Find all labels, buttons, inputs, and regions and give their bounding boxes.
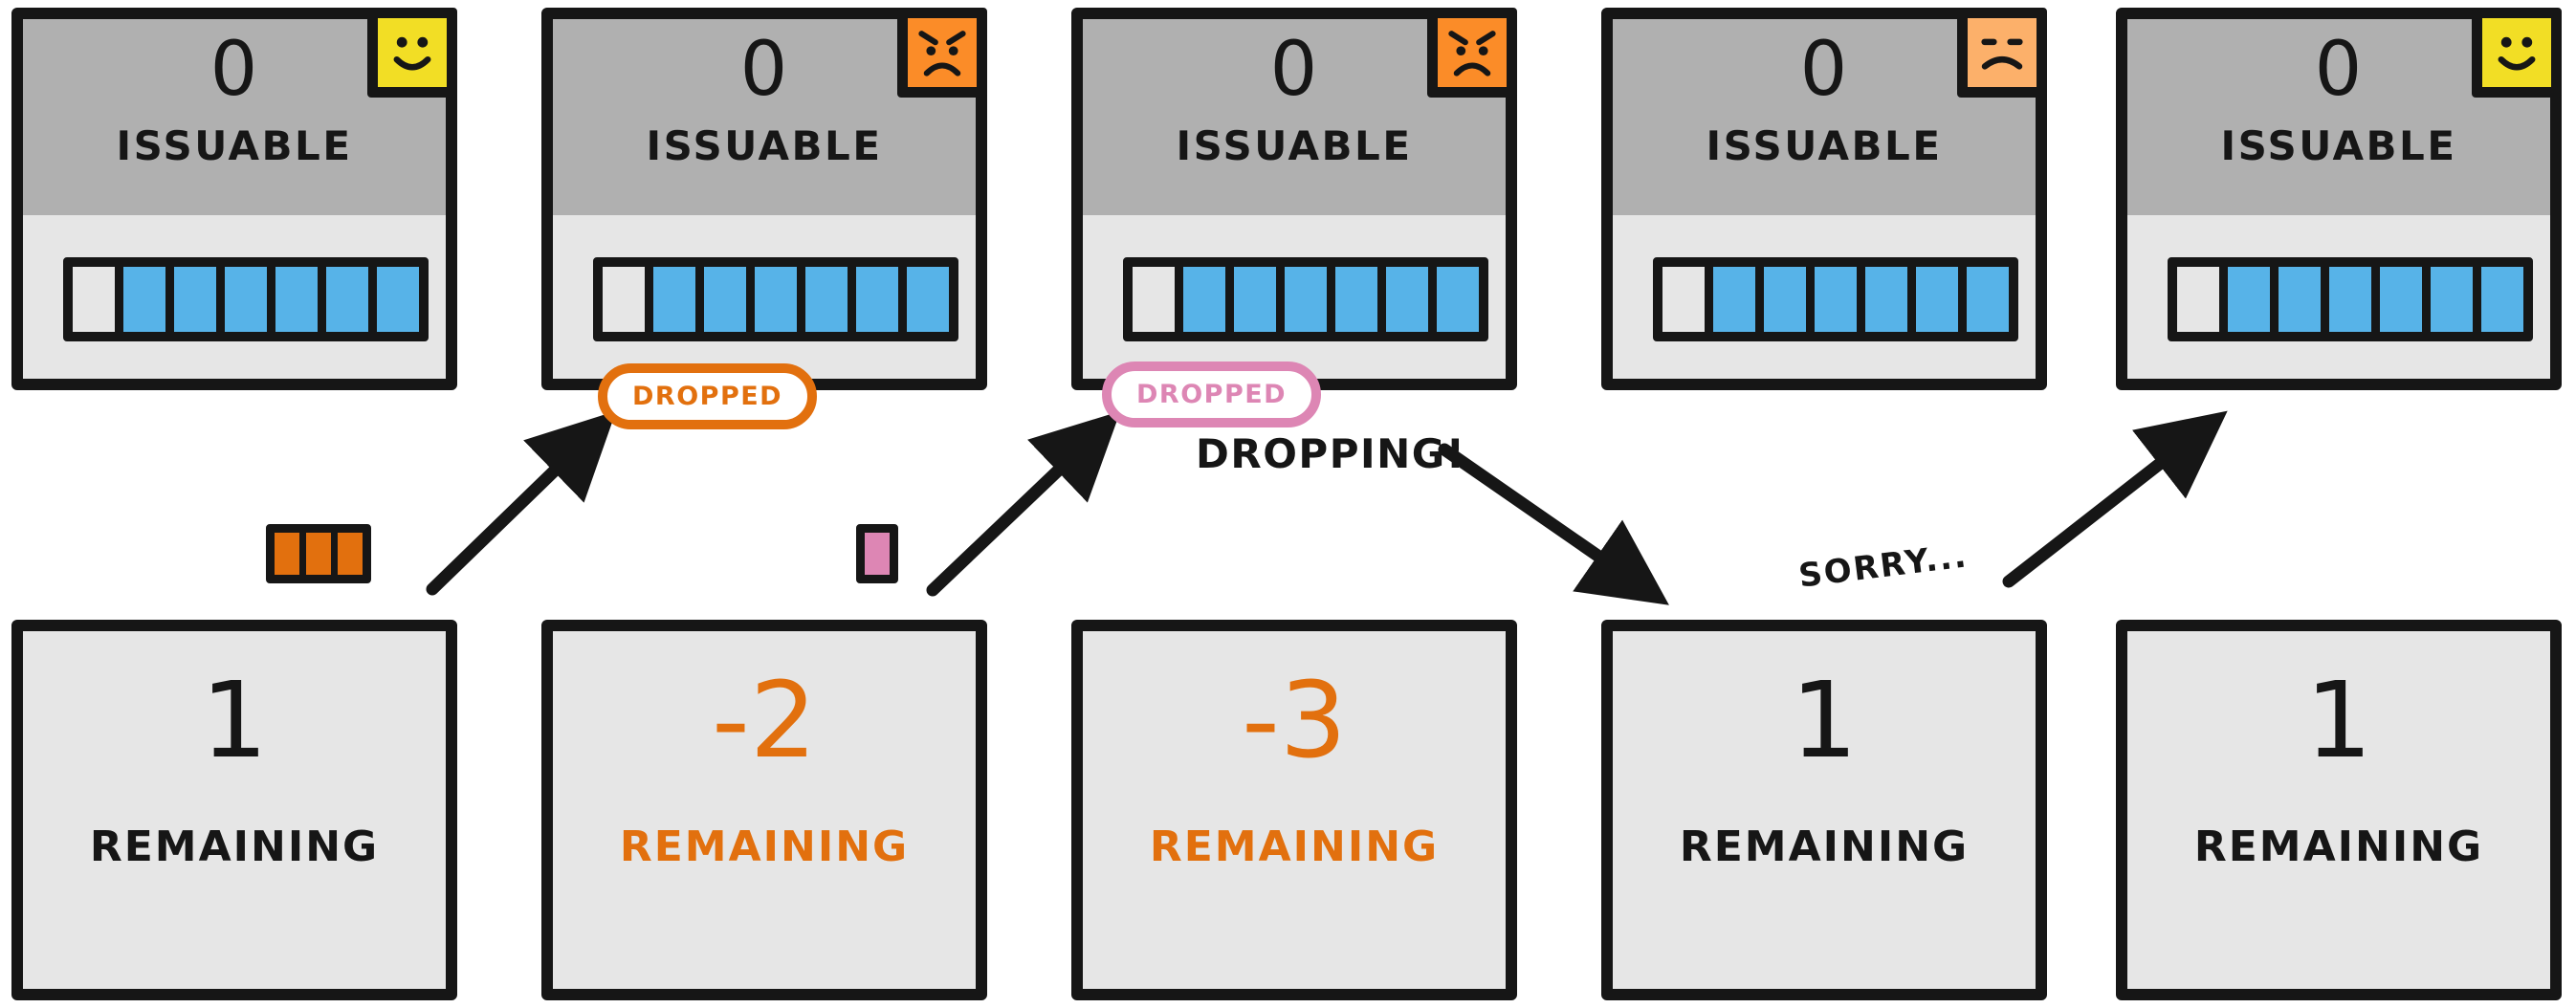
slot-filled — [2279, 267, 2321, 332]
slot-filled — [2228, 267, 2270, 332]
slot-empty — [1662, 267, 1705, 332]
smiley-happy-icon — [2472, 8, 2562, 98]
slot-filled — [1713, 267, 1755, 332]
slot-filled — [275, 267, 318, 332]
issuable-label-3: ISSUABLE — [1176, 122, 1413, 169]
slot-filled — [1916, 267, 1958, 332]
arrow-card3-to-card4 — [1438, 443, 1669, 605]
issuable-card-4-body — [1613, 215, 2036, 379]
remaining-value-4: 1 — [1791, 659, 1858, 781]
remaining-label-5: REMAINING — [2193, 822, 2484, 871]
slot-filled — [704, 267, 746, 332]
slot-filled — [1764, 267, 1806, 332]
dropped-pill-orange: DROPPED — [598, 363, 818, 429]
issuable-card-3[interactable]: 0 ISSUABLE — [1071, 8, 1517, 390]
issuable-card-4[interactable]: 0 ISSUABLE — [1601, 8, 2047, 390]
pink-token — [865, 533, 890, 575]
remaining-label-4: REMAINING — [1679, 822, 1970, 871]
slot-filled — [1437, 267, 1479, 332]
smiley-happy-icon — [367, 8, 457, 98]
slot-filled — [1967, 267, 2009, 332]
slot-filled — [653, 267, 695, 332]
issuable-count-4: 0 — [1799, 27, 1849, 113]
issuable-label-2: ISSUABLE — [646, 122, 883, 169]
issuable-count-2: 0 — [739, 27, 789, 113]
orange-token — [306, 533, 331, 575]
slot-empty — [2177, 267, 2219, 332]
arrow-token2-to-card3 — [926, 410, 1121, 597]
remaining-card-2[interactable]: -2 REMAINING — [541, 620, 987, 1000]
arrow-sorry-to-card5 — [2002, 410, 2228, 588]
issuable-card-5[interactable]: 0 ISSUABLE — [2116, 8, 2562, 390]
orange-token — [338, 533, 363, 575]
slot-strip-2 — [593, 257, 958, 341]
slot-filled — [174, 267, 216, 332]
dropped-pill-pink: DROPPED — [1102, 362, 1322, 427]
remaining-value-5: 1 — [2305, 659, 2372, 781]
slot-filled — [2481, 267, 2523, 332]
remaining-label-1: REMAINING — [89, 822, 380, 871]
issuable-count-1: 0 — [209, 27, 259, 113]
smiley-angry-icon — [1427, 8, 1517, 98]
dropping-label: DROPPING! — [1196, 430, 1466, 477]
slot-filled — [2380, 267, 2422, 332]
remaining-value-2: -2 — [712, 659, 817, 781]
sorry-label: SORRY... — [1796, 537, 1971, 596]
slot-empty — [73, 267, 115, 332]
slot-empty — [1133, 267, 1175, 332]
issuable-label-5: ISSUABLE — [2220, 122, 2457, 169]
slot-filled — [856, 267, 898, 332]
remaining-value-1: 1 — [201, 659, 268, 781]
issuable-count-5: 0 — [2314, 27, 2364, 113]
remaining-label-2: REMAINING — [619, 822, 910, 871]
slot-empty — [603, 267, 645, 332]
slot-filled — [326, 267, 368, 332]
slot-filled — [1386, 267, 1428, 332]
slot-filled — [1183, 267, 1225, 332]
slot-filled — [805, 267, 848, 332]
slot-filled — [2329, 267, 2371, 332]
pink-token-strip — [856, 524, 898, 583]
slot-filled — [1234, 267, 1276, 332]
issuable-count-3: 0 — [1269, 27, 1319, 113]
orange-token — [275, 533, 299, 575]
issuable-card-2[interactable]: 0 ISSUABLE — [541, 8, 987, 390]
slot-filled — [1865, 267, 1907, 332]
remaining-card-5[interactable]: 1 REMAINING — [2116, 620, 2562, 1000]
slot-filled — [1335, 267, 1377, 332]
slot-filled — [2431, 267, 2473, 332]
remaining-card-1[interactable]: 1 REMAINING — [11, 620, 457, 1000]
orange-token-strip — [266, 524, 371, 583]
issuable-card-5-body — [2127, 215, 2550, 379]
slot-filled — [907, 267, 949, 332]
slot-filled — [1815, 267, 1857, 332]
arrow-token1-to-card2 — [426, 410, 617, 596]
smiley-angry-icon — [897, 8, 987, 98]
remaining-value-3: -3 — [1242, 659, 1347, 781]
issuable-label-4: ISSUABLE — [1706, 122, 1943, 169]
issuable-card-3-body — [1083, 215, 1506, 379]
slot-filled — [225, 267, 267, 332]
slot-filled — [755, 267, 797, 332]
slot-strip-5 — [2168, 257, 2533, 341]
issuable-label-1: ISSUABLE — [116, 122, 353, 169]
slot-filled — [1285, 267, 1327, 332]
issuable-card-1-body — [23, 215, 446, 379]
slot-filled — [123, 267, 165, 332]
issuable-card-1[interactable]: 0 ISSUABLE — [11, 8, 457, 390]
slot-strip-4 — [1653, 257, 2018, 341]
smiley-unhappy-icon — [1957, 8, 2047, 98]
issuable-card-2-header: 0 ISSUABLE — [553, 19, 976, 215]
slot-strip-3 — [1123, 257, 1488, 341]
slot-strip-1 — [63, 257, 429, 341]
issuable-card-2-body — [553, 215, 976, 379]
remaining-label-3: REMAINING — [1149, 822, 1440, 871]
remaining-card-3[interactable]: -3 REMAINING — [1071, 620, 1517, 1000]
remaining-card-4[interactable]: 1 REMAINING — [1601, 620, 2047, 1000]
slot-filled — [377, 267, 419, 332]
